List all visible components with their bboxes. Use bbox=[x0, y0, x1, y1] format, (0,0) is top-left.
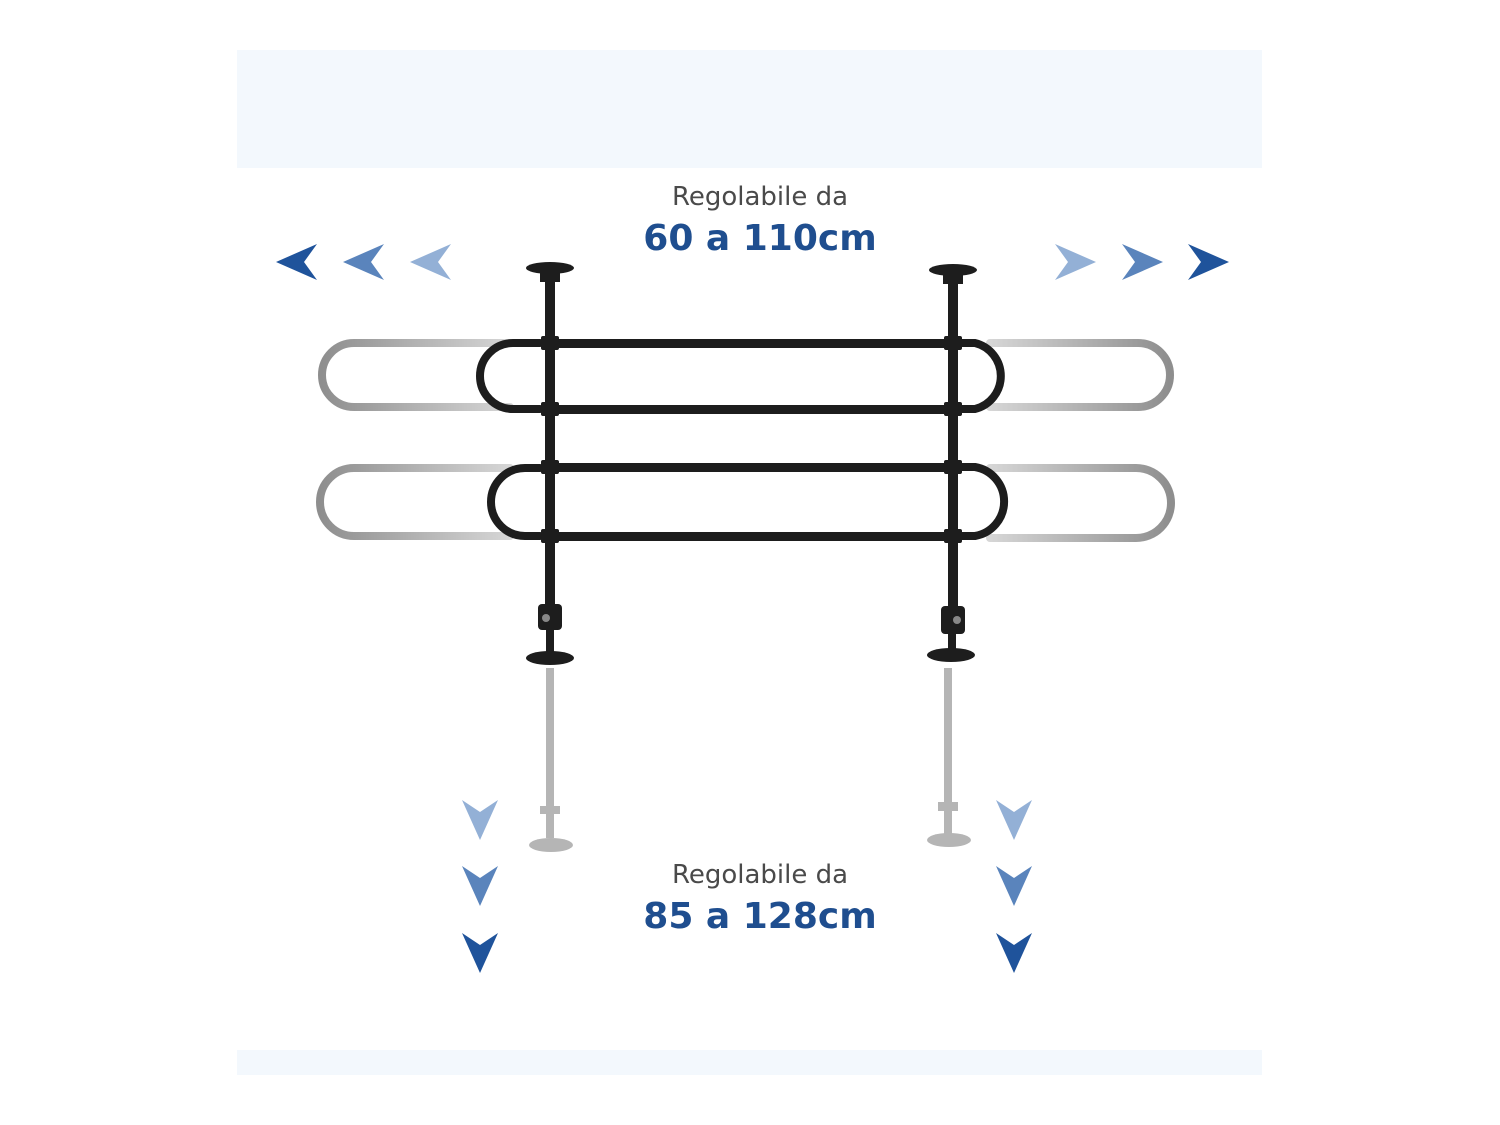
chevron-down-icon bbox=[996, 866, 1032, 906]
loop-left-top bbox=[476, 339, 544, 413]
height-label: Regolabile da bbox=[671, 860, 849, 890]
barrier-loops bbox=[476, 339, 1009, 540]
top-band bbox=[237, 50, 1262, 168]
chevron-right-icon bbox=[1122, 244, 1163, 280]
chevron-down-icon bbox=[462, 866, 498, 906]
chevron-down-icon bbox=[996, 933, 1032, 973]
width-label: Regolabile da bbox=[671, 182, 849, 212]
width-caption: Regolabile da 60 a 110cm bbox=[560, 181, 960, 261]
ghost-loop-left-top bbox=[318, 339, 514, 411]
post-right bbox=[927, 264, 977, 662]
chevron-down-icon bbox=[996, 800, 1032, 840]
post-left bbox=[526, 262, 574, 665]
loop-left-bottom bbox=[487, 464, 544, 540]
chevron-right-icon bbox=[1055, 244, 1096, 280]
ghost-loop-left-bottom bbox=[316, 464, 514, 540]
ghost-leg-left bbox=[529, 668, 573, 852]
height-caption: Regolabile da 85 a 128cm bbox=[560, 859, 960, 939]
width-range-value: 60 a 110cm bbox=[643, 218, 877, 259]
chevron-down-icon bbox=[462, 800, 498, 840]
bottom-band bbox=[237, 1050, 1262, 1075]
chevron-left-icon bbox=[343, 244, 384, 280]
bar-2 bbox=[545, 405, 955, 414]
ghost-loop-right-bottom bbox=[986, 464, 1175, 542]
ghost-loop-right-top bbox=[986, 339, 1174, 411]
bar-3 bbox=[545, 463, 955, 472]
ghost-leg-right bbox=[927, 668, 971, 847]
bar-4 bbox=[545, 532, 955, 541]
chevron-left-icon bbox=[276, 244, 317, 280]
loop-right-bottom bbox=[954, 463, 1009, 540]
chevron-right-icon bbox=[1188, 244, 1229, 280]
chevron-down-icon bbox=[462, 933, 498, 973]
horizontal-bars bbox=[545, 339, 955, 541]
chevron-left-icon bbox=[410, 244, 451, 280]
height-range-value: 85 a 128cm bbox=[643, 896, 877, 937]
loop-right-top bbox=[954, 339, 1005, 413]
bar-1 bbox=[545, 339, 955, 348]
